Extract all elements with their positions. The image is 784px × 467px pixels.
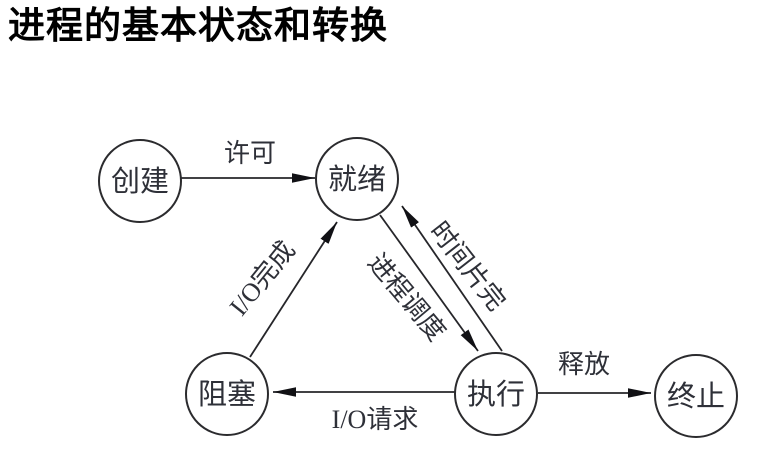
transition-arrow-timeout <box>401 205 503 352</box>
state-circle-create <box>98 139 182 223</box>
state-node-blocked: 阻塞 <box>185 352 269 436</box>
transition-label-permit: 许可 <box>224 139 276 168</box>
state-node-running: 执行 <box>454 352 538 436</box>
state-label-ready: 就绪 <box>328 163 386 196</box>
state-label-create: 创建 <box>111 165 169 198</box>
transition-label-io-complete: I/O完成 <box>224 236 301 322</box>
page-title: 进程的基本状态和转换 <box>8 5 388 46</box>
state-node-terminated: 终止 <box>654 354 738 438</box>
transition-label-release: 释放 <box>558 350 610 379</box>
state-circle-ready <box>315 137 399 221</box>
state-node-create: 创建 <box>98 139 182 223</box>
state-label-running: 执行 <box>467 378 525 411</box>
state-label-terminated: 终止 <box>667 380 725 413</box>
state-node-ready: 就绪 <box>315 137 399 221</box>
state-circle-blocked <box>185 352 269 436</box>
transition-arrow-dispatch <box>379 214 479 352</box>
state-label-blocked: 阻塞 <box>198 378 256 411</box>
state-circle-running <box>454 352 538 436</box>
transition-label-io-request: I/O请求 <box>332 405 419 434</box>
transition-label-dispatch: 进程调度 <box>362 248 451 346</box>
state-circle-terminated <box>654 354 738 438</box>
transition-arrow-io-complete <box>249 221 338 358</box>
